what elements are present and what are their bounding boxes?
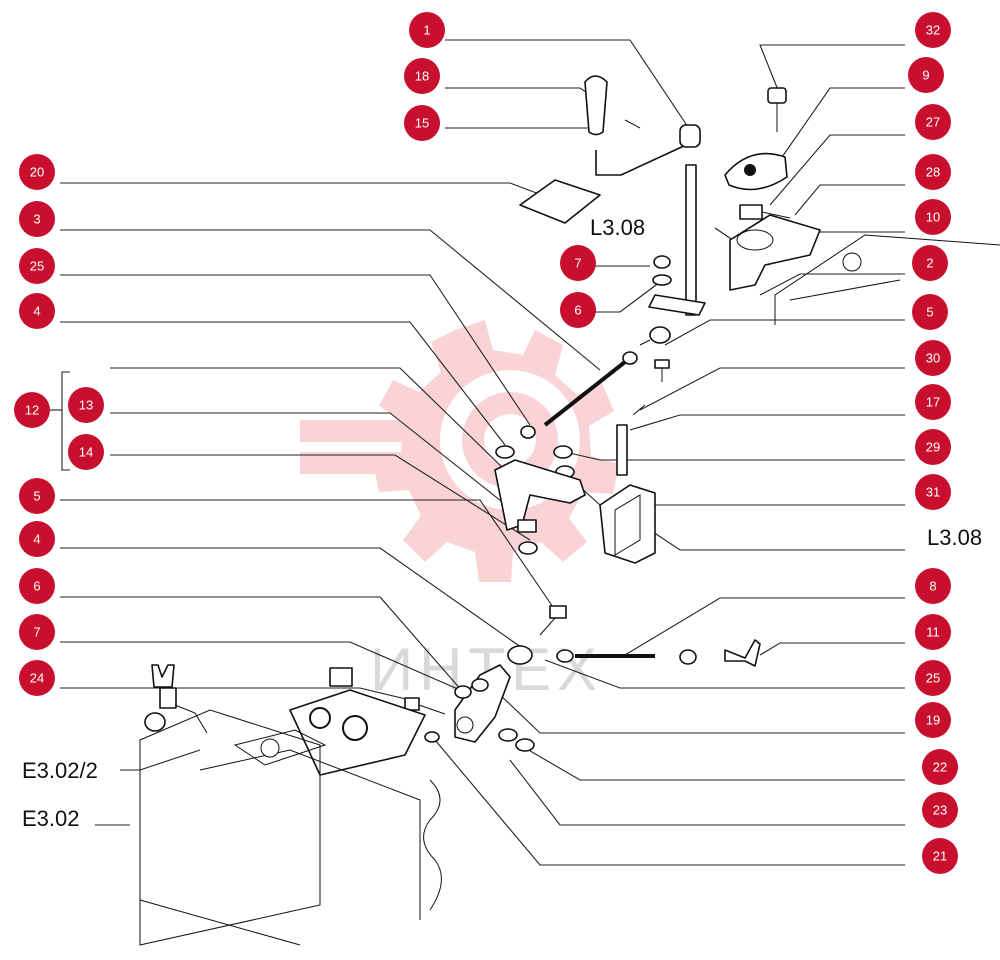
callout-3: 3 <box>19 201 55 237</box>
svg-text:17: 17 <box>926 395 940 410</box>
svg-text:15: 15 <box>415 116 429 131</box>
callout-18: 18 <box>404 58 440 94</box>
callout-2: 2 <box>912 245 948 281</box>
callout-23: 23 <box>922 792 958 828</box>
svg-text:8: 8 <box>929 579 936 594</box>
callout-27: 27 <box>915 104 951 140</box>
svg-text:21: 21 <box>933 849 947 864</box>
callout-1: 1 <box>409 12 445 48</box>
svg-text:7: 7 <box>574 256 581 271</box>
svg-text:3: 3 <box>33 212 40 227</box>
parts <box>139 75 1000 946</box>
svg-text:6: 6 <box>33 579 40 594</box>
svg-text:27: 27 <box>926 115 940 130</box>
svg-text:13: 13 <box>79 398 93 413</box>
callout-25-left: 25 <box>19 248 55 284</box>
svg-text:11: 11 <box>926 625 940 640</box>
callout-7-left: 7 <box>19 614 55 650</box>
svg-text:5: 5 <box>33 489 40 504</box>
ref-label-l308-right: L3.08 <box>927 525 982 550</box>
callout-28: 28 <box>915 154 951 190</box>
callout-24: 24 <box>19 660 55 696</box>
svg-text:30: 30 <box>926 351 940 366</box>
svg-text:4: 4 <box>33 304 40 319</box>
svg-text:14: 14 <box>79 445 93 460</box>
callout-25-right: 25 <box>915 660 951 696</box>
svg-text:28: 28 <box>926 165 940 180</box>
svg-text:25: 25 <box>926 671 940 686</box>
svg-text:18: 18 <box>415 69 429 84</box>
callout-32: 32 <box>915 12 951 48</box>
svg-text:6: 6 <box>574 303 581 318</box>
callout-5-left: 5 <box>19 478 55 514</box>
svg-text:31: 31 <box>926 485 940 500</box>
callout-19: 19 <box>915 702 951 738</box>
svg-text:23: 23 <box>933 803 947 818</box>
callout-13: 13 <box>68 387 104 423</box>
ref-label-l308-top: L3.08 <box>590 215 645 240</box>
callout-20: 20 <box>19 154 55 190</box>
callout-10: 10 <box>915 199 951 235</box>
svg-text:19: 19 <box>926 713 940 728</box>
callout-31: 31 <box>915 474 951 510</box>
svg-text:25: 25 <box>30 259 44 274</box>
callout-8: 8 <box>915 568 951 604</box>
svg-text:5: 5 <box>926 305 933 320</box>
svg-text:29: 29 <box>926 440 940 455</box>
callout-17: 17 <box>915 384 951 420</box>
leader-lines <box>50 39 905 866</box>
callout-14: 14 <box>68 434 104 470</box>
svg-text:12: 12 <box>25 403 39 418</box>
svg-text:32: 32 <box>926 23 940 38</box>
callout-15: 15 <box>404 105 440 141</box>
callout-4-lower: 4 <box>19 521 55 557</box>
svg-text:2: 2 <box>926 256 933 271</box>
callout-5-right: 5 <box>912 294 948 330</box>
svg-text:20: 20 <box>30 165 44 180</box>
callout-22: 22 <box>922 749 958 785</box>
callout-7-top: 7 <box>560 245 596 281</box>
callout-21: 21 <box>922 838 958 874</box>
callout-30: 30 <box>915 340 951 376</box>
callout-9: 9 <box>908 57 944 93</box>
svg-text:4: 4 <box>33 532 40 547</box>
svg-text:7: 7 <box>33 625 40 640</box>
callout-6-top: 6 <box>560 292 596 328</box>
svg-text:24: 24 <box>30 671 44 686</box>
callout-4-upper: 4 <box>19 293 55 329</box>
svg-text:22: 22 <box>933 760 947 775</box>
svg-text:10: 10 <box>926 210 940 225</box>
svg-text:1: 1 <box>423 23 430 38</box>
ref-label-e302-2: E3.02/2 <box>22 758 98 783</box>
callout-6-left: 6 <box>19 568 55 604</box>
callout-11: 11 <box>915 614 951 650</box>
callout-12: 12 <box>14 392 50 428</box>
callout-29: 29 <box>915 429 951 465</box>
ref-label-e302: E3.02 <box>22 806 80 831</box>
svg-text:9: 9 <box>922 68 929 83</box>
